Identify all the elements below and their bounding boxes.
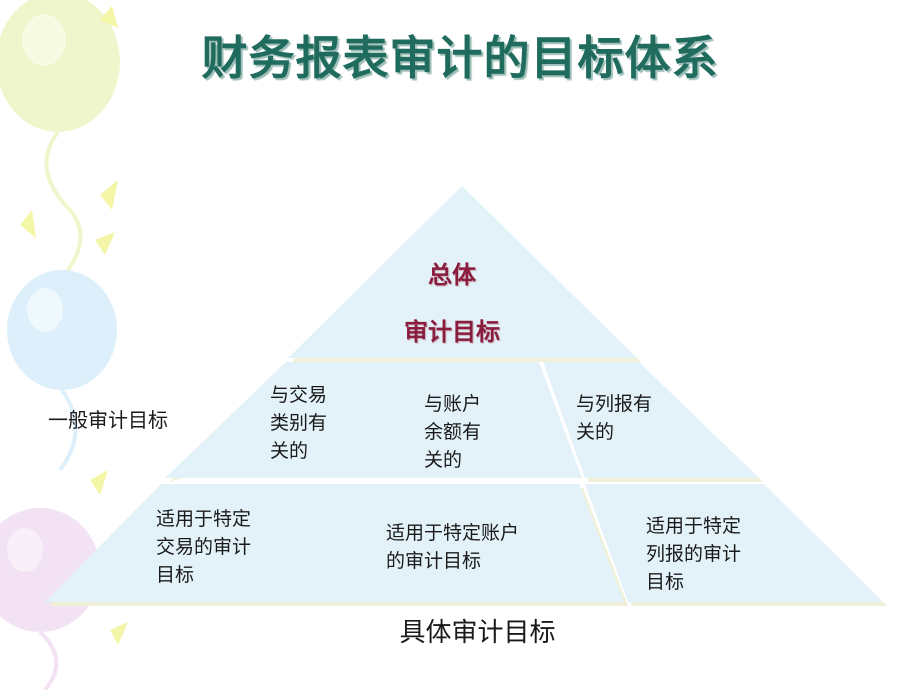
general-audit-objectives-label: 一般审计目标 [48, 408, 168, 432]
pyramid-top-label-line2: 审计目标 [404, 318, 500, 346]
bottom-transactions-label: 适用于特定 交易的审计 目标 [156, 508, 252, 586]
page-title: 财务报表审计的目标体系 [201, 31, 719, 85]
middle-balances-label: 与账户 余额有 关的 [424, 393, 482, 471]
bottom-accounts-label: 适用于特定账户 的审计目标 [386, 522, 520, 572]
specific-audit-objectives-label: 具体审计目标 [399, 618, 556, 648]
pyramid-bottom-left-section [45, 484, 624, 602]
pyramid-middle-left-section [165, 362, 582, 478]
pyramid-middle-right-section [543, 362, 759, 478]
bottom-disclosures-label: 适用于特定 列报的审计 目标 [646, 515, 742, 593]
middle-disclosures-label: 与列报有 关的 [576, 393, 653, 443]
pyramid-bottom-right-section [585, 484, 883, 602]
pyramid-top-label-line1: 总体 [428, 261, 476, 289]
middle-transactions-label: 与交易 类别有 关的 [270, 384, 328, 462]
pyramid-top-section [288, 186, 637, 358]
